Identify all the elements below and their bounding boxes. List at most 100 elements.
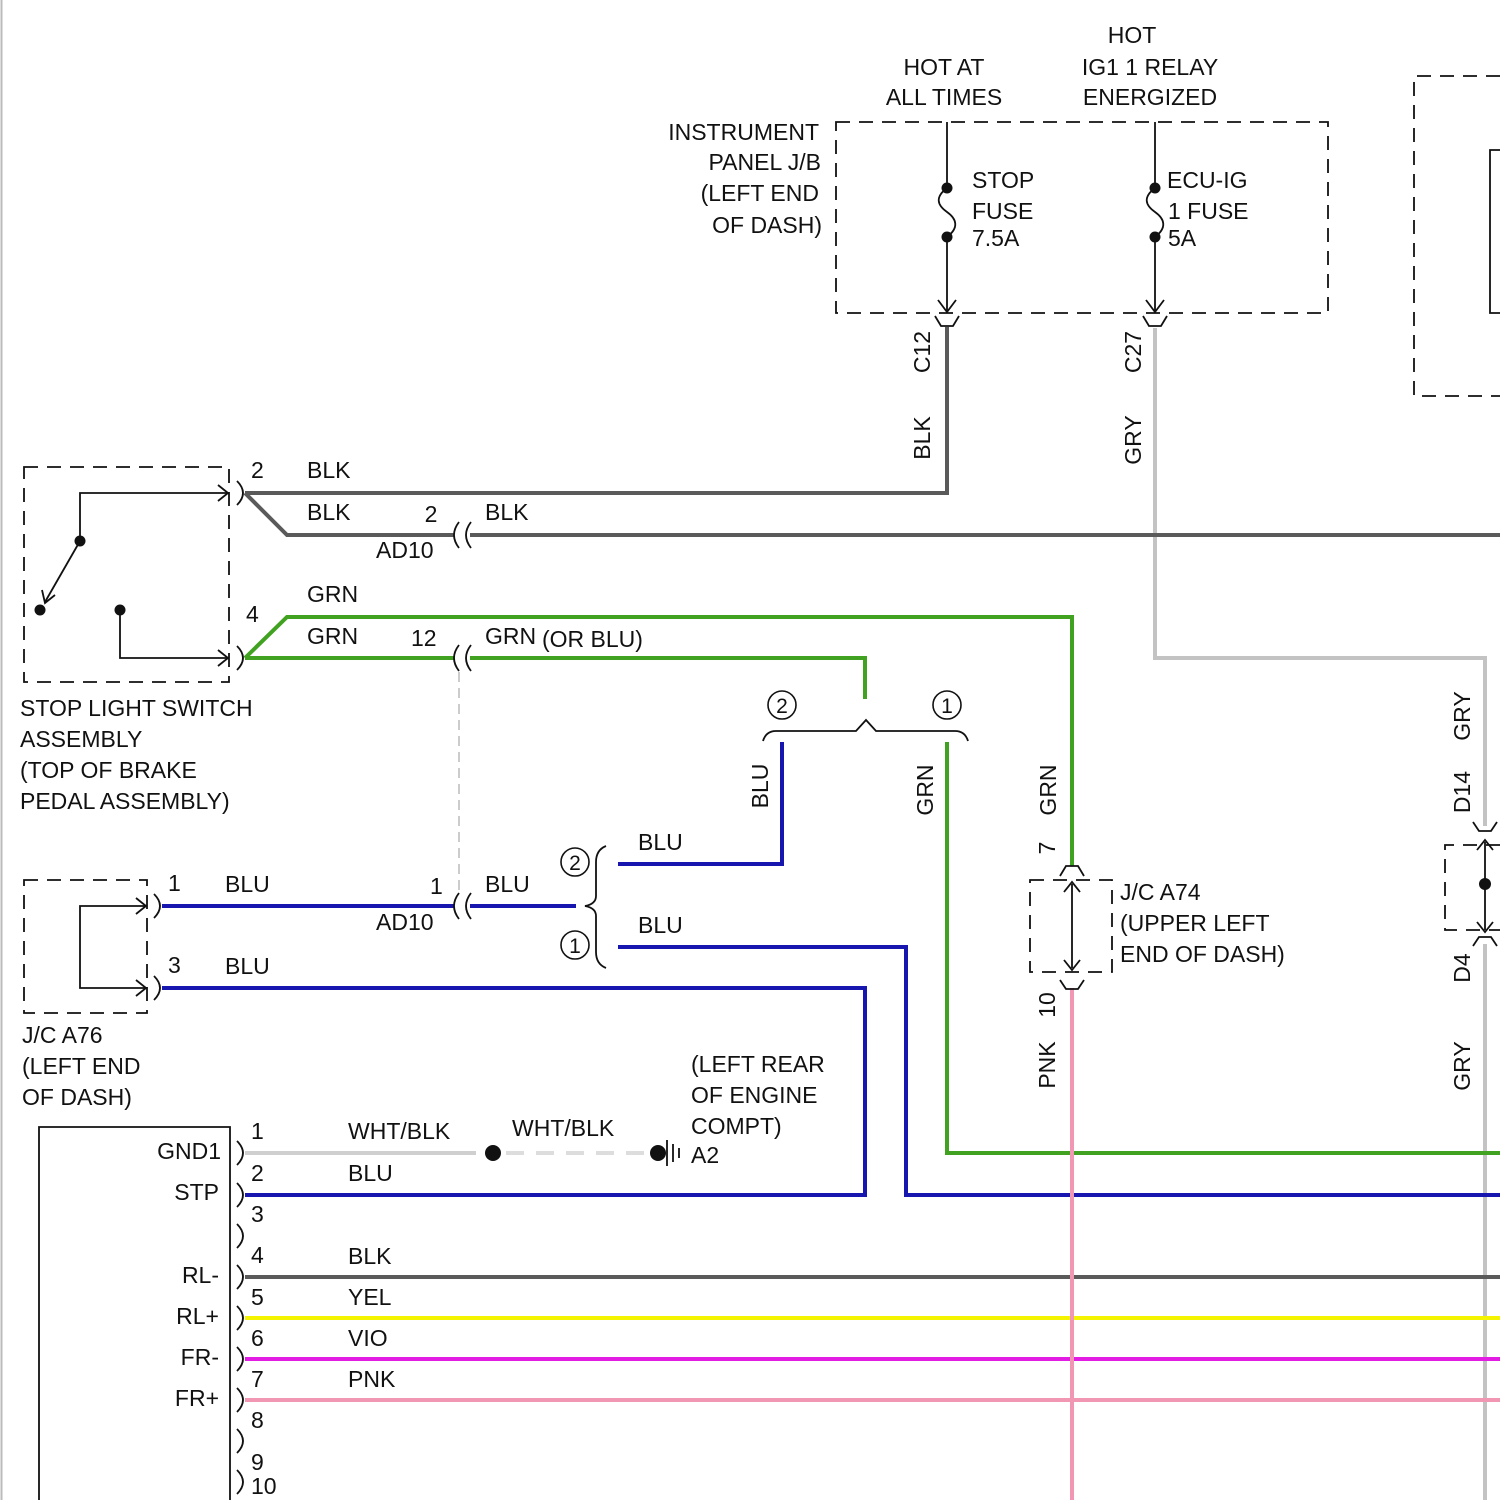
ad10-blk-out-label: BLK <box>485 499 529 525</box>
a76-pin1-number: 1 <box>168 870 181 896</box>
stop-light-switch-label-line-2: ASSEMBLY <box>20 726 142 752</box>
stop-fuse-terminal-top <box>942 183 953 194</box>
stop-fuse-terminal-bottom <box>942 232 953 243</box>
variant-lower-option-2-number: 2 <box>569 852 581 875</box>
ecu-ig-fuse-label-line-1: ECU-IG <box>1167 167 1248 193</box>
switch-pin4-number: 4 <box>246 601 259 627</box>
ecu-pin1-name: GND1 <box>157 1138 221 1164</box>
variant-lower-option-2-wire-label: BLU <box>638 829 683 855</box>
stop-fuse-label-line-2: FUSE <box>972 198 1033 224</box>
ig1-relay-line-2: IG1 1 RELAY <box>1082 54 1218 80</box>
ecu-ig-fuse-rating: 5A <box>1168 225 1197 251</box>
hot-at-all-times-line-2: ALL TIMES <box>886 84 1002 110</box>
stop-light-switch-label-line-4: PEDAL ASSEMBLY) <box>20 788 230 814</box>
switch-pin4-wire-upper-label: GRN <box>307 581 358 607</box>
ig1-relay-line-1: HOT <box>1108 22 1157 48</box>
ecu-pin4-number: 4 <box>251 1242 264 1268</box>
ecu-pin6-name: FR- <box>181 1344 219 1370</box>
ecu-pin3-number: 3 <box>251 1201 264 1227</box>
ad10-grn-out-label: GRN <box>485 623 536 649</box>
switch-pin4-wire-lower-label: GRN <box>307 623 358 649</box>
ecu-pin8-number: 8 <box>251 1407 264 1433</box>
ad10-pin12-number: 12 <box>411 625 437 651</box>
connector-c12-label: C12 <box>909 331 935 373</box>
ecu-pin1-number: 1 <box>251 1118 264 1144</box>
d14-connector-label: D14 <box>1449 771 1475 813</box>
jb-label-line-1: INSTRUMENT <box>668 119 819 145</box>
ecu-pin4-name: RL- <box>182 1262 219 1288</box>
ground-location-line-1: (LEFT REAR <box>691 1051 825 1077</box>
ad10-pin2-number: 2 <box>425 501 438 527</box>
a76-pin1-wire-label: BLU <box>225 871 270 897</box>
a76-label-line-3: OF DASH) <box>22 1084 132 1110</box>
ecu-ig-fuse-terminal-bottom <box>1150 232 1161 243</box>
variant-lower-option-1-wire-label: BLU <box>638 912 683 938</box>
ground-point-dot <box>650 1145 666 1161</box>
ad10-grn-out-note: (OR BLU) <box>542 626 643 652</box>
wire-c27-color-label: GRY <box>1120 415 1146 464</box>
d4-wire-label: GRY <box>1449 1041 1475 1090</box>
ad10-blu-out-label: BLU <box>485 871 530 897</box>
jb-label-line-3: (LEFT END <box>701 180 819 206</box>
switch-pin2-number: 2 <box>251 457 264 483</box>
ecu-pin2-name: STP <box>174 1179 219 1205</box>
a76-label-line-1: J/C A76 <box>22 1022 103 1048</box>
wire-c12-color-label: BLK <box>909 416 935 460</box>
variant-upper-option-1-wire-label: GRN <box>912 764 938 815</box>
a74-pin10-number: 10 <box>1034 992 1060 1018</box>
variant-upper-option-2-wire-label: BLU <box>747 764 773 809</box>
right-junction-splice <box>1479 878 1491 890</box>
switch-pin2-wire-upper-label: BLK <box>307 457 351 483</box>
variant-upper-option-1-number: 1 <box>941 695 953 718</box>
ground-location-line-3: COMPT) <box>691 1113 782 1139</box>
ecu-pin7-number: 7 <box>251 1366 264 1392</box>
ad10-pin1-number: 1 <box>430 873 443 899</box>
ecu-pin2-wire-label: BLU <box>348 1160 393 1186</box>
a74-label-line-2: (UPPER LEFT <box>1120 910 1270 936</box>
stop-light-switch-label-line-3: (TOP OF BRAKE <box>20 757 197 783</box>
a74-pin7-wire-label: GRN <box>1035 764 1061 815</box>
a76-pin3-number: 3 <box>168 952 181 978</box>
stop-light-switch-label-line-1: STOP LIGHT SWITCH <box>20 695 253 721</box>
ecu-pin9-number: 9 <box>251 1449 264 1475</box>
ground-wire-label: WHT/BLK <box>512 1115 615 1141</box>
connector-c27-label: C27 <box>1120 331 1146 373</box>
d4-connector-label: D4 <box>1449 953 1475 983</box>
stop-fuse-label-line-1: STOP <box>972 167 1034 193</box>
ground-splice-dot <box>485 1145 501 1161</box>
ecu-pin10-number: 10 <box>251 1473 277 1499</box>
a74-label-line-1: J/C A74 <box>1120 879 1201 905</box>
ecu-pin5-name: RL+ <box>176 1303 219 1329</box>
a74-label-line-3: END OF DASH) <box>1120 941 1285 967</box>
hot-at-all-times-line-1: HOT AT <box>904 54 985 80</box>
jb-label-line-2: PANEL J/B <box>709 149 821 175</box>
ecu-pin5-number: 5 <box>251 1284 264 1310</box>
stop-fuse-rating: 7.5A <box>972 225 1020 251</box>
ecu-pin7-wire-label: PNK <box>348 1366 396 1392</box>
ig1-relay-line-3: ENERGIZED <box>1083 84 1217 110</box>
variant-upper-option-2-number: 2 <box>776 695 788 718</box>
ground-point-label: A2 <box>691 1142 719 1168</box>
d14-wire-label: GRY <box>1449 691 1475 740</box>
ground-location-line-2: OF ENGINE <box>691 1082 818 1108</box>
ecu-pin6-wire-label: VIO <box>348 1325 388 1351</box>
ecu-ig-fuse-terminal-top <box>1150 183 1161 194</box>
ecu-pin2-number: 2 <box>251 1160 264 1186</box>
a76-pin3-wire-label: BLU <box>225 953 270 979</box>
ecu-pin6-number: 6 <box>251 1325 264 1351</box>
jb-label-line-4: OF DASH) <box>712 212 822 238</box>
a74-pin10-wire-label: PNK <box>1034 1041 1060 1089</box>
switch-pin2-wire-lower-label: BLK <box>307 499 351 525</box>
ecu-ig-fuse-label-line-2: 1 FUSE <box>1168 198 1249 224</box>
a76-label-line-2: (LEFT END <box>22 1053 140 1079</box>
ad10-upper-name: AD10 <box>376 537 434 563</box>
ecu-pin4-wire-label: BLK <box>348 1243 392 1269</box>
switch-contact-left <box>35 605 46 616</box>
ecu-pin7-name: FR+ <box>175 1385 219 1411</box>
ecu-pin5-wire-label: YEL <box>348 1284 392 1310</box>
variant-lower-option-1-number: 1 <box>569 935 581 958</box>
ecu-pin1-wire-label: WHT/BLK <box>348 1118 451 1144</box>
ad10-lower-name: AD10 <box>376 909 434 935</box>
a74-pin7-number: 7 <box>1034 842 1060 855</box>
